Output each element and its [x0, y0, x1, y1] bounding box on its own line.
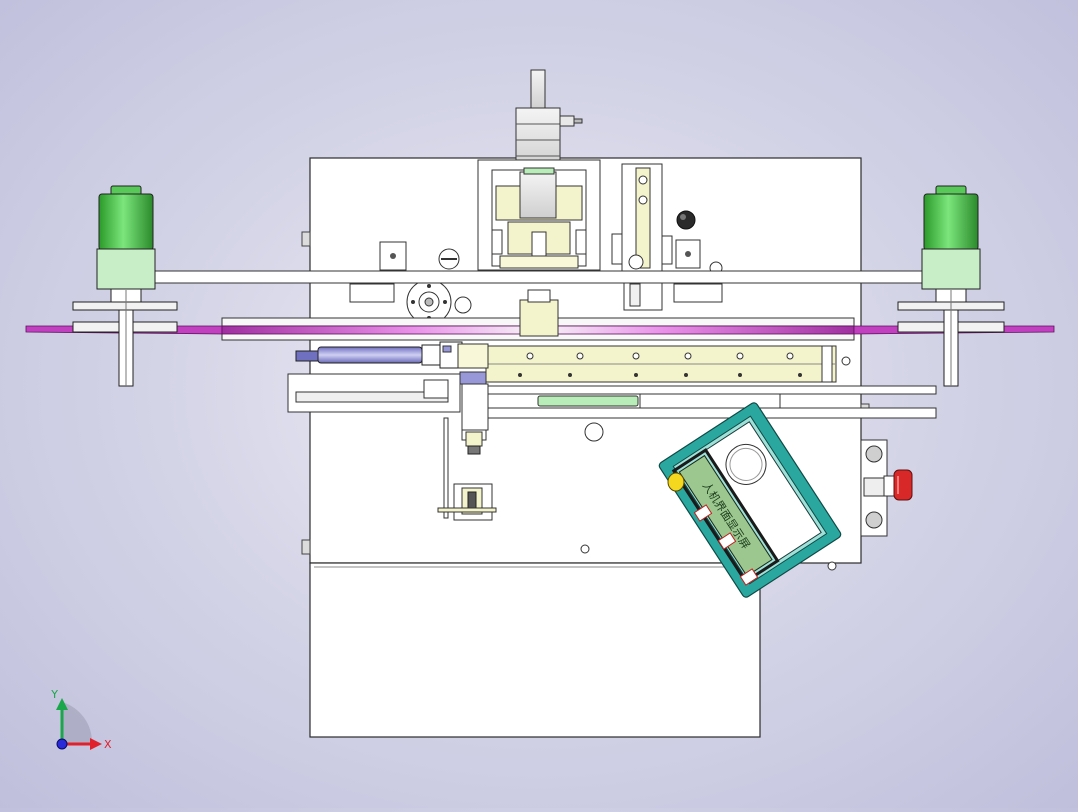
hmi-yellow-button[interactable]: [667, 472, 685, 492]
hmi-red-button-2[interactable]: [717, 532, 737, 550]
horizontal-carriage: [457, 343, 837, 385]
right-drive-motor: [897, 185, 1005, 387]
triad-x-label: X: [104, 738, 112, 751]
triad-y-label: Y: [50, 688, 58, 701]
top-linear-slide: [515, 69, 583, 171]
guide-plate: [287, 373, 937, 419]
left-drive-motor: [72, 185, 178, 387]
vertical-ram: [437, 383, 497, 521]
carriage-bolts: [518, 352, 802, 377]
hmi-display-housing: [658, 402, 842, 598]
hmi-red-button-3[interactable]: [739, 568, 759, 586]
flange-bearing: [349, 279, 723, 325]
lower-cabinet: [309, 562, 761, 738]
hmi-red-button-1[interactable]: [693, 504, 713, 522]
hmi-buttons: [667, 472, 837, 586]
frame-bosses: [379, 210, 851, 554]
side-control-panel: [860, 439, 888, 537]
link-arm-assembly: [611, 163, 673, 311]
pneumatic-cylinder: [295, 341, 463, 369]
emergency-stop-icon[interactable]: [883, 469, 913, 501]
coordinate-triad: Y X: [50, 688, 112, 751]
central-press-module: [477, 159, 601, 271]
